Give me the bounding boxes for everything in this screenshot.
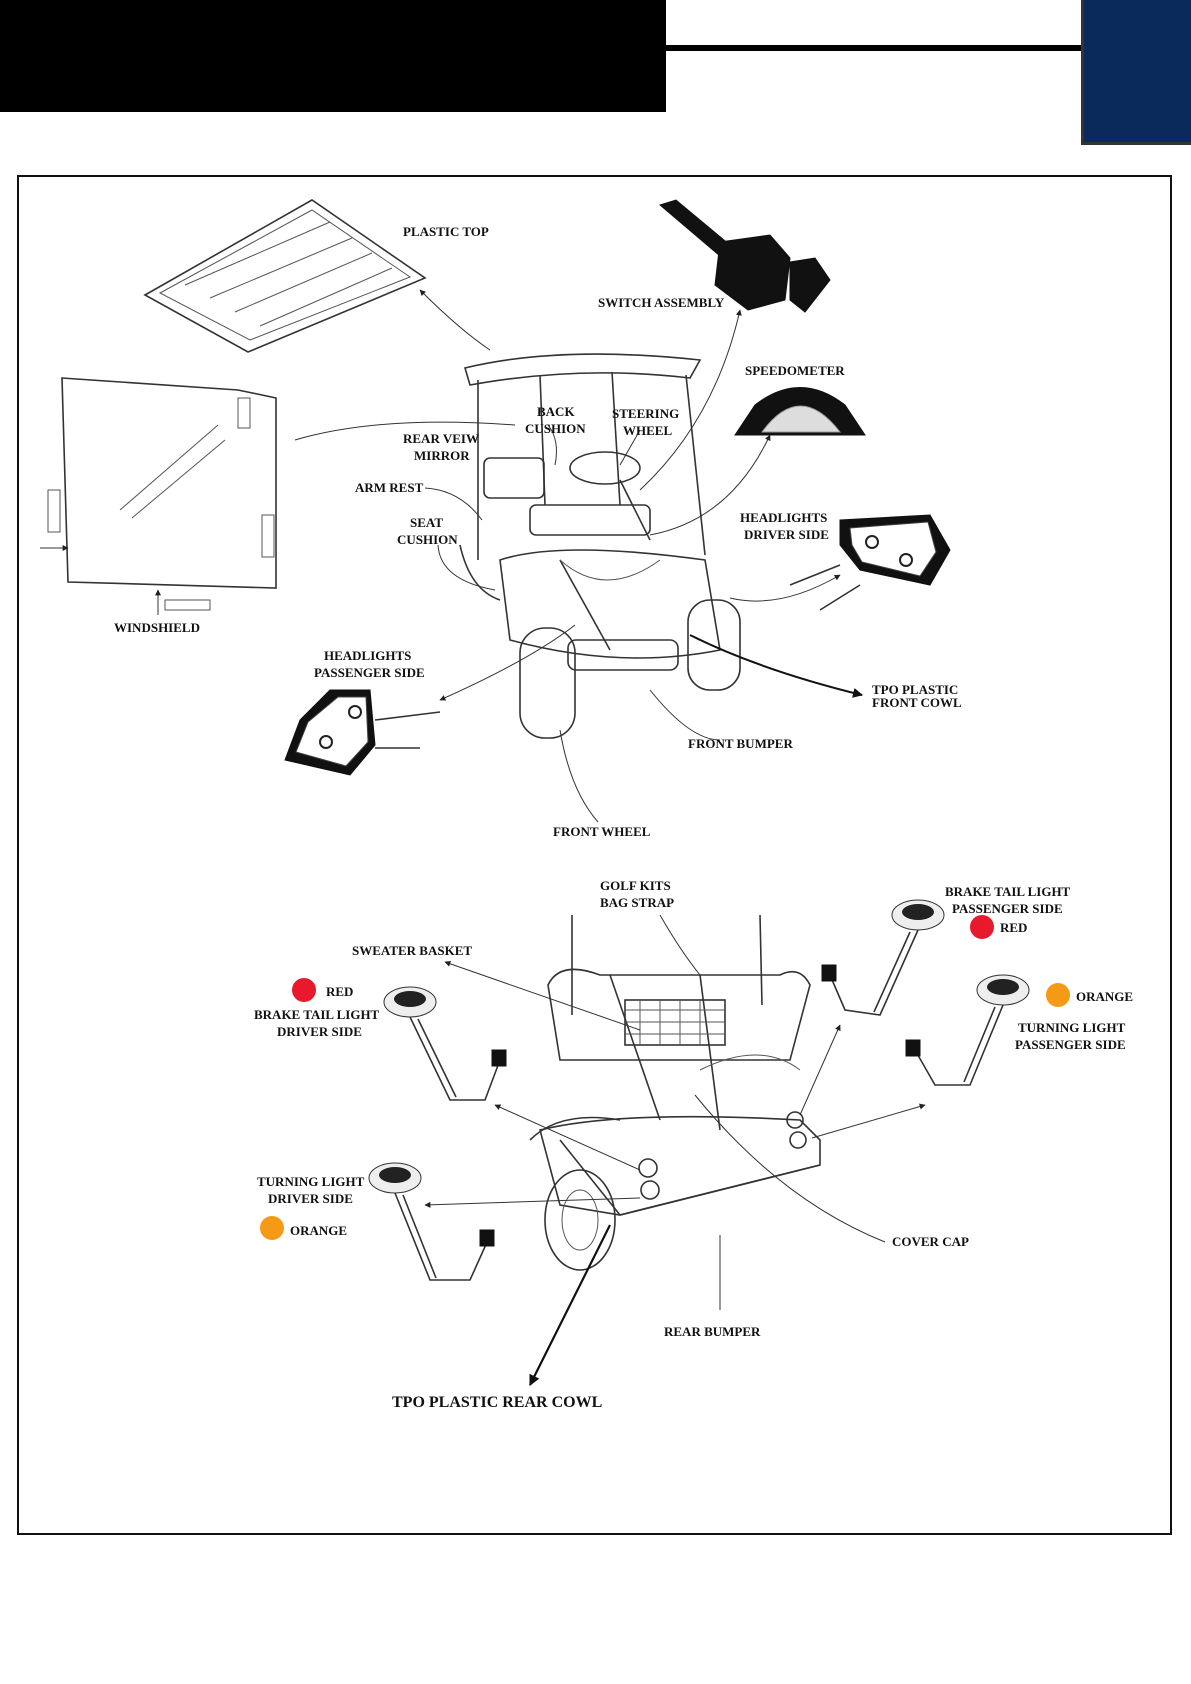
label-seat-cushion-1: SEAT	[410, 515, 443, 530]
switch-assembly-part	[658, 199, 831, 313]
label-turn-driver-1: TURNING LIGHT	[257, 1174, 365, 1189]
label-orange-passenger: ORANGE	[1076, 989, 1133, 1004]
header-black-bar	[0, 0, 666, 112]
header-blue-tab	[1081, 0, 1191, 145]
label-front-cowl-2: FRONT COWL	[872, 695, 962, 710]
diagram-frame	[17, 175, 1172, 1535]
windshield-part	[47, 377, 277, 611]
label-headlights-passenger-2: PASSENGER SIDE	[314, 665, 425, 680]
label-front-bumper: FRONT BUMPER	[688, 736, 793, 751]
speedometer-part	[734, 387, 866, 436]
turn-light-passenger-part	[905, 974, 1030, 1086]
label-turn-pass-1: TURNING LIGHT	[1018, 1020, 1126, 1035]
label-seat-cushion-2: CUSHION	[397, 532, 458, 547]
headlight-driver-part	[789, 514, 951, 611]
header-rule	[666, 45, 1081, 51]
label-brake-driver-2: DRIVER SIDE	[277, 1024, 362, 1039]
label-brake-pass-2: PASSENGER SIDE	[952, 901, 1063, 916]
label-windshield: WINDSHIELD	[114, 620, 200, 635]
label-steering-wheel-1: STEERING	[612, 406, 679, 421]
label-steering-wheel-2: WHEEL	[623, 423, 672, 438]
red-dot-driver	[292, 978, 316, 1002]
headlight-passenger-part	[284, 689, 441, 776]
label-turn-pass-2: PASSENGER SIDE	[1015, 1037, 1126, 1052]
label-brake-driver-1: BRAKE TAIL LIGHT	[254, 1007, 380, 1022]
golf-cart-front	[459, 353, 741, 739]
label-front-wheel: FRONT WHEEL	[553, 824, 651, 839]
orange-dot-driver	[260, 1216, 284, 1240]
label-red-passenger: RED	[1000, 920, 1027, 935]
label-orange-driver: ORANGE	[290, 1223, 347, 1238]
orange-dot-passenger	[1046, 983, 1070, 1007]
label-back-cushion-1: BACK	[537, 404, 575, 419]
label-rear-view-mirror-2: MIRROR	[414, 448, 470, 463]
label-switch-assembly: SWITCH ASSEMBLY	[598, 295, 725, 310]
label-bag-strap-2: BAG STRAP	[600, 895, 674, 910]
label-rear-cowl: TPO PLASTIC REAR COWL	[392, 1394, 602, 1411]
turn-light-driver-part	[368, 1162, 495, 1281]
label-turn-driver-2: DRIVER SIDE	[268, 1191, 353, 1206]
label-sweater-basket: SWEATER BASKET	[352, 943, 472, 958]
label-cover-cap: COVER CAP	[892, 1234, 969, 1249]
label-front-cowl-1: TPO PLASTIC	[872, 682, 958, 697]
label-red-driver: RED	[326, 984, 353, 999]
label-rear-view-mirror-1: REAR VEIW	[403, 431, 479, 446]
golf-cart-rear	[529, 914, 821, 1271]
label-plastic-top: PLASTIC TOP	[403, 224, 489, 239]
label-back-cushion-2: CUSHION	[525, 421, 586, 436]
brake-light-driver-part	[383, 986, 507, 1101]
red-dot-passenger	[970, 915, 994, 939]
label-headlights-driver-1: HEADLIGHTS	[740, 510, 827, 525]
brake-light-passenger-part	[821, 899, 945, 1016]
label-headlights-passenger-1: HEADLIGHTS	[324, 648, 411, 663]
label-speedometer: SPEEDOMETER	[745, 363, 845, 378]
label-headlights-driver-2: DRIVER SIDE	[744, 527, 829, 542]
label-arm-rest: ARM REST	[355, 480, 424, 495]
label-rear-bumper: REAR BUMPER	[664, 1324, 761, 1339]
plastic-top-part	[143, 199, 427, 353]
label-brake-pass-1: BRAKE TAIL LIGHT	[945, 884, 1071, 899]
label-bag-strap-1: GOLF KITS	[600, 878, 671, 893]
